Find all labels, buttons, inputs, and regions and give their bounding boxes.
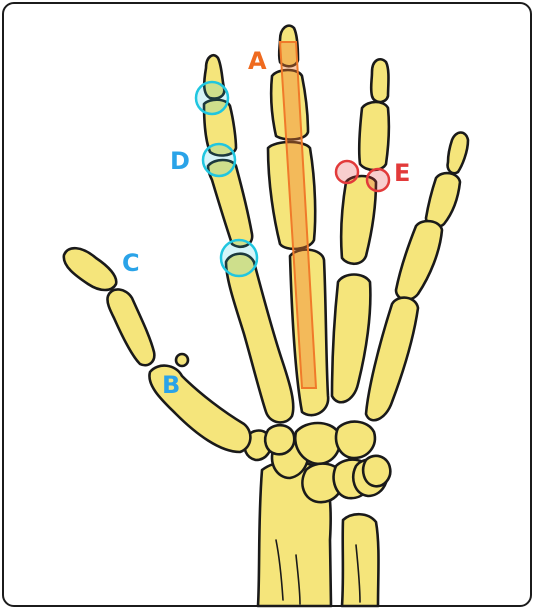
label-b: B <box>162 371 180 399</box>
ulna-bone <box>342 514 379 606</box>
label-c: C <box>122 249 140 277</box>
thumb-bones <box>64 248 251 452</box>
label-a: A <box>248 47 267 75</box>
label-e: E <box>394 159 410 187</box>
label-d: D <box>170 147 190 175</box>
